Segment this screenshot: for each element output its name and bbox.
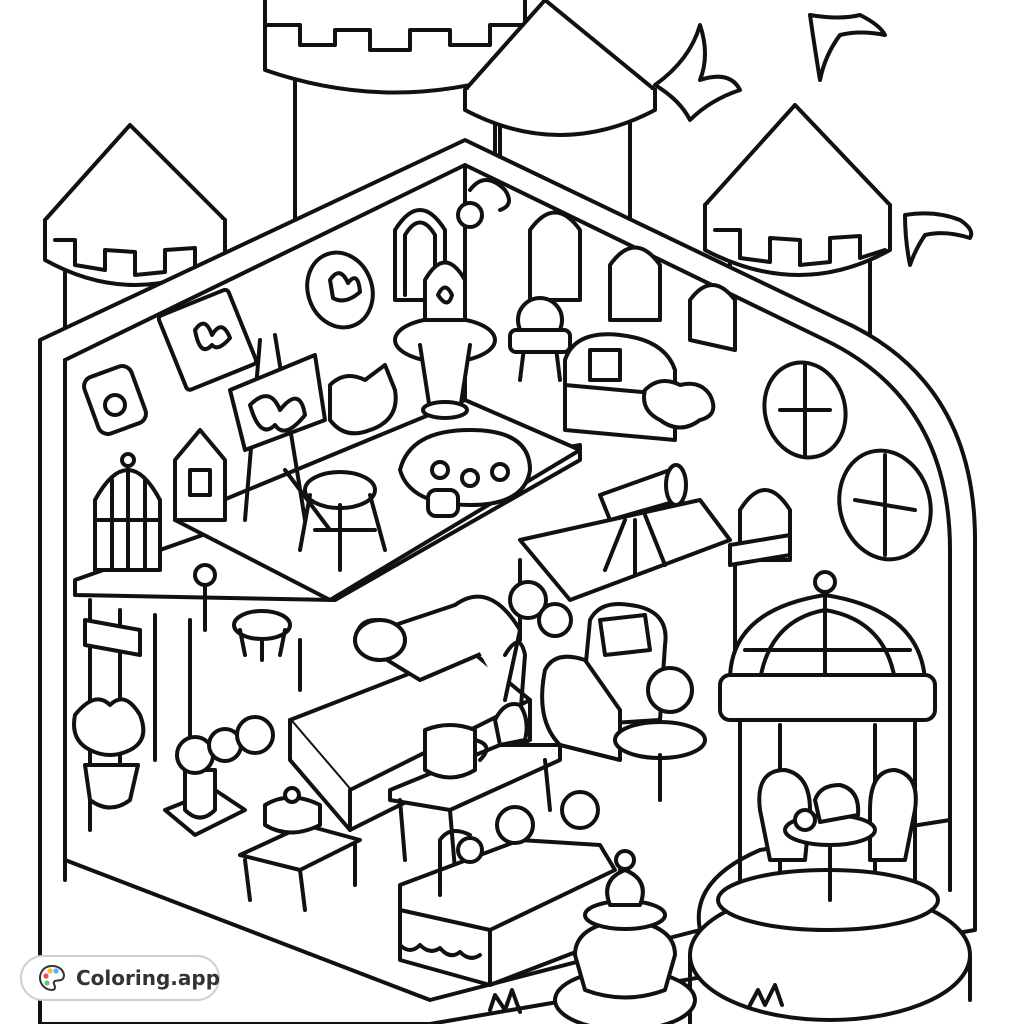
middle-furniture <box>193 563 707 872</box>
palette-icon <box>38 964 66 992</box>
wall-decor <box>82 178 933 562</box>
lower-floor-items <box>72 697 784 1024</box>
gazebo <box>716 570 940 932</box>
loft-items <box>93 260 792 702</box>
coloring-app-label: Coloring.app <box>76 966 221 990</box>
coloring-app-badge[interactable]: Coloring.app <box>20 955 220 1001</box>
